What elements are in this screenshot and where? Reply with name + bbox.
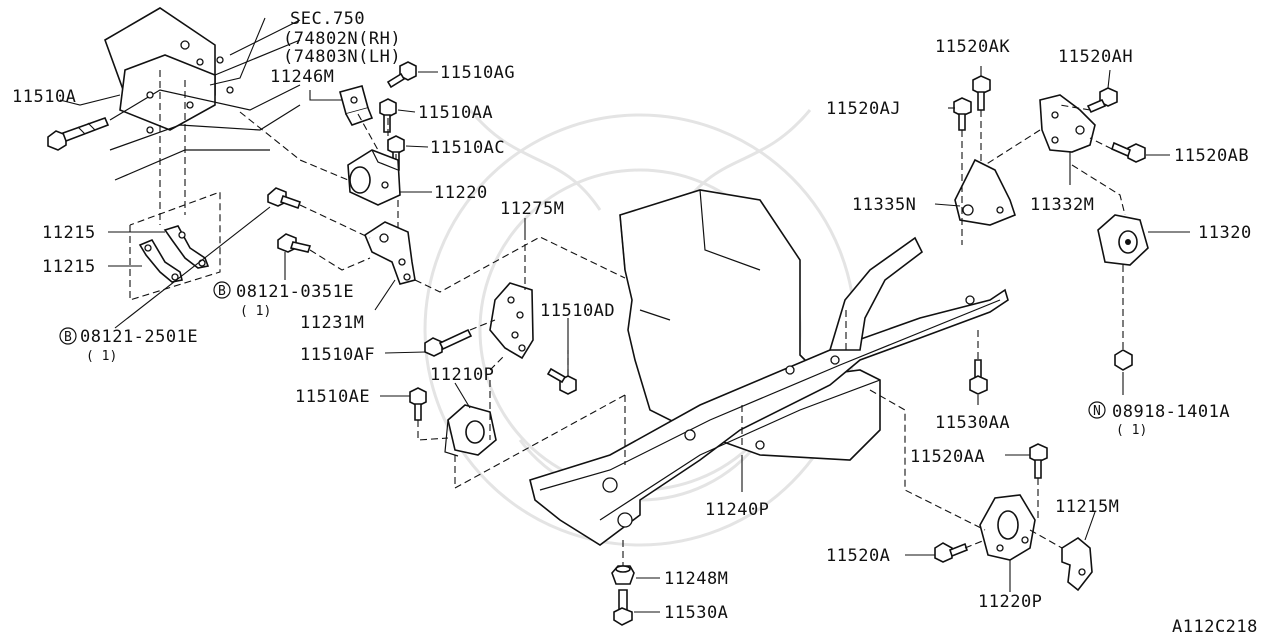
label-11240P: 11240P — [705, 500, 769, 520]
label-11510AG: 11510AG — [440, 63, 515, 83]
label-11231M: 11231M — [300, 313, 364, 333]
label-11215-upper: 11215 — [42, 223, 96, 243]
bolt-11510AE — [409, 387, 427, 421]
dashed-guides-right-lower — [869, 330, 1063, 549]
label-11520AA: 11520AA — [910, 447, 985, 467]
crossmember-11240P — [529, 236, 1009, 546]
bracket-11215-lower — [138, 238, 183, 283]
label-11220P: 11220P — [978, 592, 1042, 612]
label-11246M: 11246M — [270, 67, 334, 87]
label-11520AK: 11520AK — [935, 37, 1010, 57]
mount-11210P — [444, 404, 497, 457]
label-08121-0351E-qty: ( 1) — [240, 304, 271, 319]
label-11520AJ: 11520AJ — [826, 99, 901, 119]
label-08121-2501E: 08121-2501E — [80, 327, 198, 347]
label-11220: 11220 — [434, 183, 488, 203]
bolt-11510A — [47, 116, 110, 151]
label-08918-1401A: 08918-1401A — [1112, 402, 1230, 422]
label-08918-1401A-qty: ( 1) — [1116, 423, 1147, 438]
label-11275M: 11275M — [500, 199, 564, 219]
bolt-11520AH — [1086, 87, 1118, 114]
label-11210P: 11210P — [430, 365, 494, 385]
badge-b1: B — [64, 330, 72, 345]
label-11248M: 11248M — [664, 569, 728, 589]
bolt-11510AD — [546, 367, 577, 395]
mount-11320 — [1097, 214, 1149, 266]
bolt-08121-0351E — [277, 233, 312, 253]
bolt-11510AF — [424, 328, 473, 357]
bolt-11520A — [934, 542, 968, 563]
nut-08918-1401A — [1114, 349, 1133, 371]
label-11530AA: 11530AA — [935, 413, 1010, 433]
bracket-11231M — [364, 221, 416, 285]
mount-11220P — [979, 494, 1036, 561]
label-sec-rh: (74802N(RH) — [283, 29, 401, 49]
badge-b2: B — [218, 284, 226, 299]
insulator-11248M — [611, 565, 635, 585]
bracket-11335N — [954, 158, 1016, 226]
mount-11220 — [347, 149, 401, 206]
body-frame-section — [104, 7, 301, 181]
bolt-11530AA — [969, 359, 988, 395]
label-sec-lh: (74803N(LH) — [283, 47, 401, 67]
label-08121-0351E: 08121-0351E — [236, 282, 354, 302]
label-11530A: 11530A — [664, 603, 728, 623]
label-11510AD: 11510AD — [540, 301, 615, 321]
dashed-guides-right-upper — [845, 104, 1126, 350]
label-08121-2501E-qty: ( 1) — [86, 349, 117, 364]
bolt-11520AJ — [953, 97, 972, 131]
badge-circle-n1 — [1088, 401, 1106, 419]
bracket-dashed-box — [129, 70, 221, 301]
badge-n1: N — [1093, 404, 1101, 419]
label-11520AB: 11520AB — [1174, 146, 1249, 166]
diagram-code: A112C218 — [1172, 617, 1258, 637]
bolt-11510AA — [379, 98, 397, 133]
label-sec: SEC.750 — [290, 9, 365, 29]
bracket-11215M — [1061, 537, 1093, 592]
label-11510AC: 11510AC — [430, 138, 505, 158]
dashed-guides-upper — [239, 111, 626, 293]
bolt-11530A — [613, 589, 633, 626]
label-11335N: 11335N — [852, 195, 916, 215]
label-11520AH: 11520AH — [1058, 47, 1133, 67]
label-11320: 11320 — [1198, 223, 1252, 243]
bracket-11246M — [339, 85, 374, 126]
label-11215-lower: 11215 — [42, 257, 96, 277]
badge-circle-b2 — [213, 281, 231, 299]
bracket-11275M — [489, 282, 534, 360]
label-11510AA: 11510AA — [418, 103, 493, 123]
bolt-11520AK — [972, 75, 991, 111]
bolt-11510AG — [386, 61, 417, 89]
label-11510AE: 11510AE — [295, 387, 370, 407]
bolt-11520AA — [1029, 443, 1048, 479]
bracket-11332M — [1039, 94, 1096, 153]
label-11215M: 11215M — [1055, 497, 1119, 517]
bolt-11520AB — [1111, 141, 1146, 163]
badge-circle-b1 — [59, 327, 77, 345]
label-11510A: 11510A — [12, 87, 76, 107]
label-11520A: 11520A — [826, 546, 890, 566]
labels: SEC.750 (74802N(RH) (74803N(LH) 11510A 1… — [12, 9, 1258, 637]
leader-lines — [59, 17, 1190, 613]
bolt-08121-2501E — [267, 187, 302, 210]
label-11510AF: 11510AF — [300, 345, 375, 365]
label-11332M: 11332M — [1030, 195, 1094, 215]
bracket-11215-upper — [163, 225, 210, 269]
